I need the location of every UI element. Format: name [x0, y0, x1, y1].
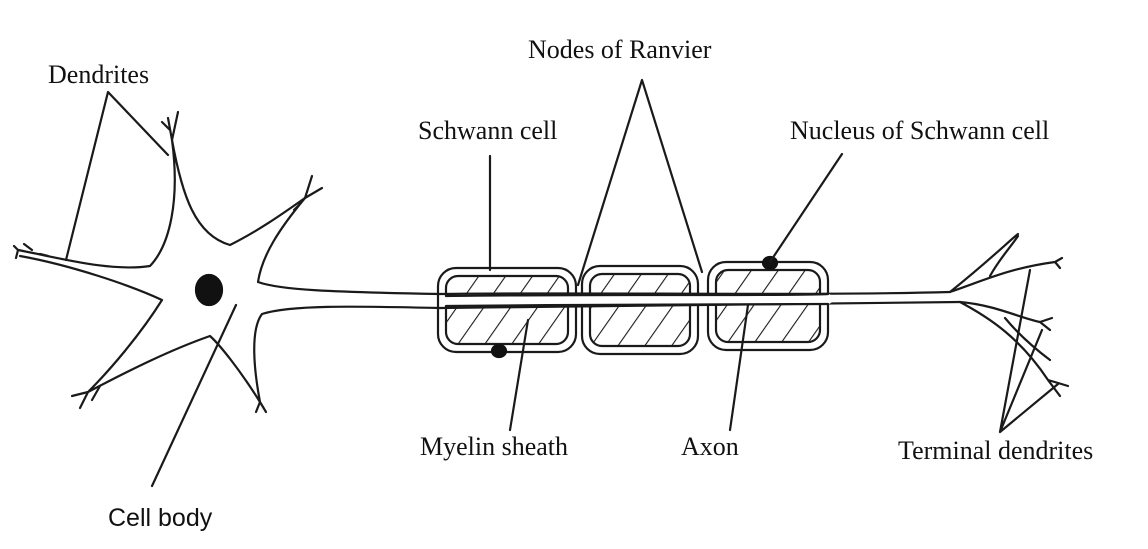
dendrite-tips-lower — [254, 400, 268, 414]
leader-dendrites — [64, 90, 170, 262]
leader-myelin-sheath — [508, 318, 530, 432]
leader-axon — [728, 303, 750, 432]
dendrite-tips-right — [292, 174, 324, 212]
label-myelin-sheath: Myelin sheath — [420, 432, 569, 461]
cell-nucleus — [194, 273, 224, 307]
label-nucleus-of-schwann-cell: Nucleus of Schwann cell — [790, 116, 1050, 145]
cell-body-outline-lower — [18, 254, 442, 404]
leader-nodes — [576, 78, 704, 287]
schwann-nucleus-1 — [490, 343, 508, 359]
dendrite-tips-left — [12, 242, 50, 260]
leader-terminal-dendrites — [998, 268, 1060, 434]
label-axon: Axon — [681, 432, 739, 461]
label-dendrites: Dendrites — [48, 60, 150, 89]
terminal-branches — [948, 232, 1070, 398]
label-cell-body: Cell body — [108, 504, 213, 532]
cell-body-outline — [16, 138, 442, 296]
label-schwann-cell: Schwann cell — [418, 116, 558, 145]
axon-core-top — [444, 292, 830, 298]
leader-nucleus-schwann — [768, 152, 844, 264]
axon-core-bottom — [444, 302, 830, 308]
label-terminal-dendrites: Terminal dendrites — [898, 436, 1094, 465]
axon-core — [441, 294, 833, 306]
dendrite-tips-bottom — [70, 384, 102, 410]
dendrite-tips-top — [160, 110, 180, 142]
schwann-cell-3-inner — [714, 268, 822, 344]
label-nodes-of-ranvier: Nodes of Ranvier — [528, 35, 712, 64]
leader-cell-body — [150, 303, 238, 488]
schwann-cell-2-inner — [588, 272, 692, 348]
schwann-cell-1-inner — [444, 274, 570, 346]
schwann-cell-2-outer — [580, 264, 700, 356]
